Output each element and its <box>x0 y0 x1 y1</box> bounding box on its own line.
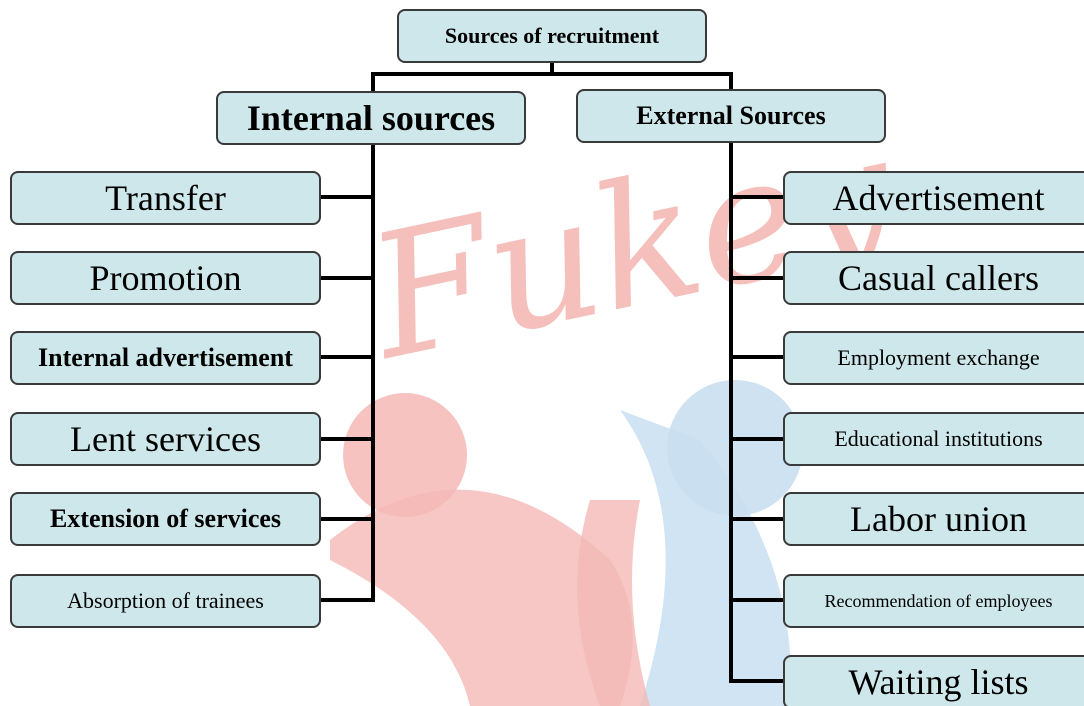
external-sources-node: External Sources <box>576 89 886 143</box>
internal-item-lent-services: Lent services <box>10 412 321 466</box>
internal-item-transfer: Transfer <box>10 171 321 225</box>
external-item-recommendation-of-employees: Recommendation of employees <box>783 574 1084 628</box>
external-item-educational-institutions: Educational institutions <box>783 412 1084 466</box>
external-item-employment-exchange: Employment exchange <box>783 331 1084 385</box>
watermark-pink-figure <box>330 489 633 706</box>
internal-sources-node: Internal sources <box>216 91 526 145</box>
internal-item-promotion: Promotion <box>10 251 321 305</box>
watermark-pink-stroke <box>577 500 650 706</box>
internal-item-extension-of-services: Extension of services <box>10 492 321 546</box>
root-node: Sources of recruitment <box>397 9 707 63</box>
external-item-casual-callers: Casual callers <box>783 251 1084 305</box>
internal-item-absorption-of-trainees: Absorption of trainees <box>10 574 321 628</box>
external-item-waiting-lists: Waiting lists <box>783 655 1084 706</box>
watermark-blue-figure <box>620 410 791 706</box>
internal-item-internal-advertisement: Internal advertisement <box>10 331 321 385</box>
external-item-advertisement: Advertisement <box>783 171 1084 225</box>
external-item-labor-union: Labor union <box>783 492 1084 546</box>
